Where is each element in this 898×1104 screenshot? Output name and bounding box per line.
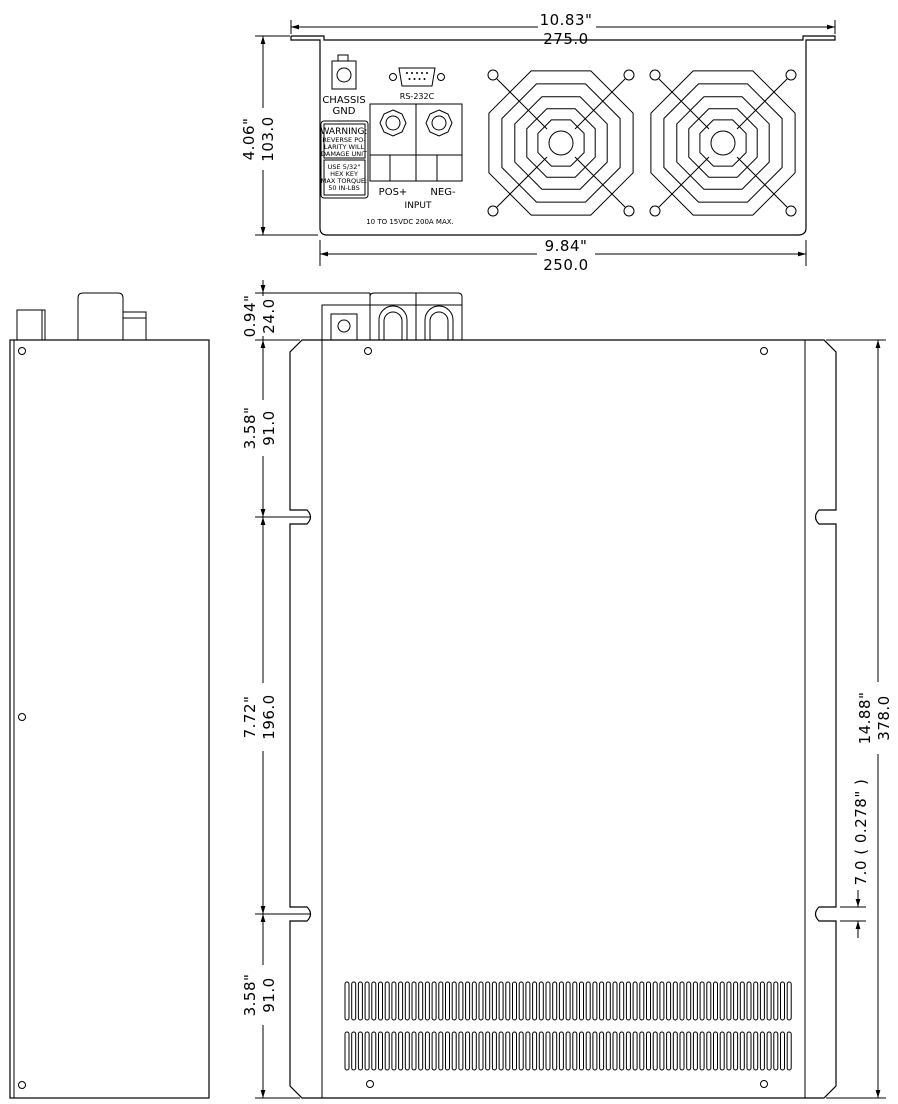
pos-label: POS+ — [379, 187, 408, 198]
rs232c-connector — [389, 67, 445, 87]
input-label: INPUT — [405, 201, 432, 211]
top-base-plate — [289, 339, 837, 1099]
dim-front-body-width — [319, 240, 807, 266]
hex-line-1: USE 5/32" — [328, 163, 361, 171]
dim-seg3-in: 3.58" — [241, 974, 259, 1017]
hex-line-4: 50 IN-LBS — [328, 184, 360, 192]
top-terminals — [321, 292, 463, 341]
warning-title: WARNING: — [321, 127, 368, 137]
dim-top-right-length — [826, 339, 895, 1099]
top-view: 0.94" 24.0 3.58" 91.0 7.72" 196.0 3.58" … — [241, 280, 895, 1099]
dim-length-in: 14.88" — [856, 692, 874, 745]
warning-line-1: REVERSE PO- — [322, 136, 366, 144]
front-view: CHASSIS GND RS-232C WARNING: REVERSE PO-… — [240, 11, 836, 274]
dim-slot-label: 7.0 ( 0.278" ) — [852, 779, 870, 886]
gnd-label: GND — [333, 106, 356, 117]
rating-label: 10 TO 15VDC 200A MAX. — [366, 218, 454, 226]
dim-seg1-mm: 91.0 — [260, 410, 278, 445]
front-flange — [291, 35, 836, 44]
front-panel-body — [319, 44, 807, 236]
pos-terminal-bolt — [379, 109, 407, 137]
dim-height-in: 4.06" — [240, 118, 258, 161]
side-view — [9, 292, 210, 1099]
vent-slots — [344, 981, 792, 1071]
warning-box — [320, 120, 369, 199]
neg-terminal-bolt — [425, 109, 453, 137]
chassis-ground-terminal — [331, 54, 357, 90]
side-body — [9, 339, 210, 1099]
dim-body-width-in: 9.84" — [545, 237, 588, 255]
dim-seg1-in: 3.58" — [241, 407, 259, 450]
warning-line-3: DAMAGE UNIT — [321, 150, 367, 158]
dim-overall-width-mm: 275.0 — [543, 30, 588, 48]
cooling-fan-left — [487, 69, 635, 217]
input-terminal-block — [369, 103, 463, 182]
dim-front-overall-width — [290, 18, 836, 36]
chassis-label: CHASSIS — [322, 95, 365, 106]
dim-protrusion-in: 0.94" — [241, 295, 259, 338]
hex-line-2: HEX KEY — [330, 170, 358, 178]
dim-top-left-chain — [248, 280, 370, 1099]
dim-seg3-mm: 91.0 — [260, 977, 278, 1012]
warning-line-2: LARITY WILL — [324, 143, 365, 151]
dim-body-width-mm: 250.0 — [543, 256, 588, 274]
dim-front-height — [248, 35, 318, 236]
hex-line-3: MAX TORQUE: — [321, 177, 367, 185]
dim-height-mm: 103.0 — [259, 116, 277, 161]
dim-slot-width — [840, 890, 866, 938]
dim-seg2-mm: 196.0 — [260, 694, 278, 739]
dim-length-mm: 378.0 — [875, 695, 893, 740]
dim-seg2-in: 7.72" — [241, 696, 259, 739]
neg-label: NEG- — [430, 187, 456, 198]
rs232c-label: RS-232C — [400, 92, 435, 101]
cooling-fan-right — [649, 69, 797, 217]
dim-overall-width-in: 10.83" — [540, 11, 593, 29]
dim-protrusion-mm: 24.0 — [260, 298, 278, 333]
